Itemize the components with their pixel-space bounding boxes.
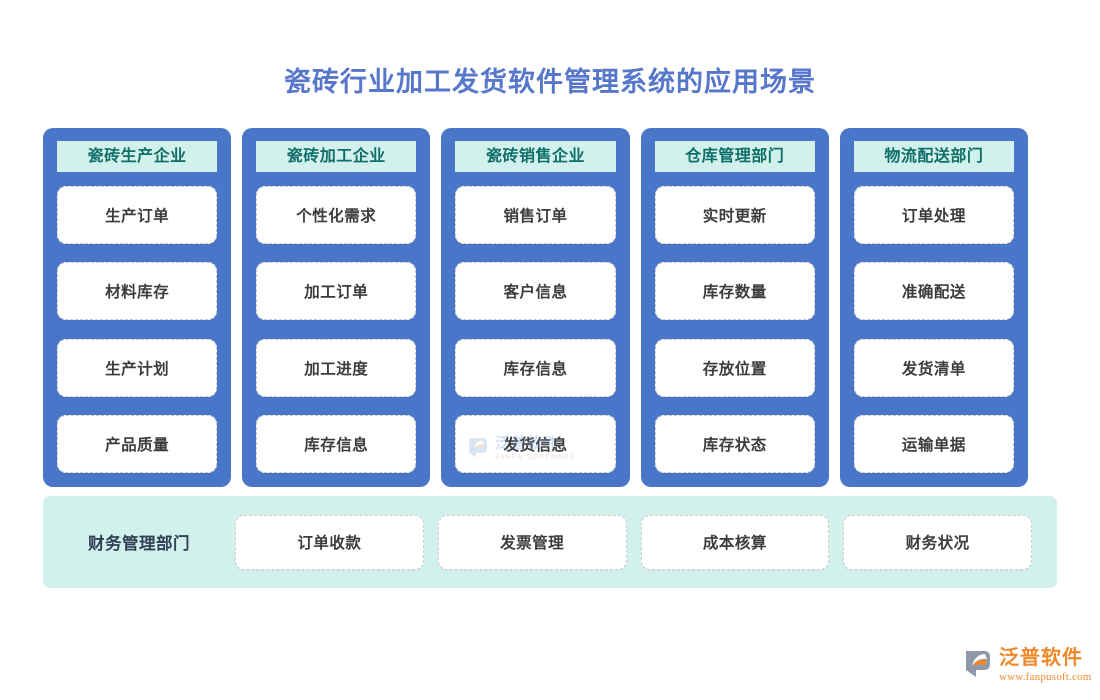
column-tile-logistics: 物流配送部门 订单处理 准确配送 发货清单 运输单据 (839, 128, 1029, 487)
brand-logo: 泛普软件 www.fanpusoft.com (963, 648, 1095, 692)
finance-card[interactable]: 财务状况 (843, 514, 1032, 570)
column-items: 实时更新 库存数量 存放位置 库存状态 (654, 186, 815, 473)
column-tile-processing: 瓷砖加工企业 个性化需求 加工订单 加工进度 库存信息 (242, 128, 431, 487)
item-card[interactable]: 库存数量 (654, 262, 815, 321)
fanpu-logo-icon (966, 651, 990, 677)
item-card[interactable]: 加工进度 (256, 338, 417, 397)
item-card[interactable]: 产品质量 (57, 414, 218, 473)
finance-card[interactable]: 发票管理 (437, 514, 627, 570)
item-card[interactable]: 发货信息 (455, 414, 616, 473)
finance-bar: 财务管理部门 订单收款 发票管理 成本核算 财务状况 (43, 496, 1057, 588)
column-tile-sales: 瓷砖销售企业 销售订单 客户信息 库存信息 发货信息 (441, 128, 630, 487)
item-card[interactable]: 库存状态 (654, 414, 815, 473)
item-card[interactable]: 客户信息 (455, 262, 616, 321)
brand-name: 泛普软件 (999, 647, 1083, 669)
item-card[interactable]: 加工订单 (256, 262, 417, 321)
finance-items: 订单收款 发票管理 成本核算 财务状况 (235, 514, 1041, 570)
finance-card[interactable]: 成本核算 (640, 514, 830, 570)
item-card[interactable]: 实时更新 (654, 186, 815, 244)
columns-container: 瓷砖生产企业 生产订单 材料库存 生产计划 产品质量 瓷砖加工企业 个性化需求 … (43, 128, 1029, 487)
item-card[interactable]: 发货清单 (853, 338, 1015, 397)
item-card[interactable]: 订单处理 (853, 186, 1015, 244)
finance-card[interactable]: 订单收款 (235, 514, 424, 570)
item-card[interactable]: 销售订单 (455, 186, 616, 244)
column-tile-production: 瓷砖生产企业 生产订单 材料库存 生产计划 产品质量 (43, 128, 232, 487)
column-tile-warehouse: 仓库管理部门 实时更新 库存数量 存放位置 库存状态 (640, 128, 829, 487)
item-card[interactable]: 材料库存 (57, 262, 218, 321)
brand-text: 泛普软件 www.fanpusoft.com (999, 648, 1092, 683)
column-header: 瓷砖生产企业 (57, 141, 218, 172)
item-card[interactable]: 库存信息 (256, 414, 417, 473)
column-header: 物流配送部门 (853, 141, 1015, 172)
column-header: 仓库管理部门 (654, 141, 815, 172)
finance-label: 财务管理部门 (88, 535, 190, 553)
brand-url: www.fanpusoft.com (999, 671, 1092, 683)
column-items: 订单处理 准确配送 发货清单 运输单据 (853, 186, 1015, 473)
column-header: 瓷砖销售企业 (455, 141, 616, 172)
item-card[interactable]: 生产计划 (57, 338, 218, 397)
column-items: 个性化需求 加工订单 加工进度 库存信息 (256, 186, 417, 473)
column-header: 瓷砖加工企业 (256, 141, 417, 172)
page-title: 瓷砖行业加工发货软件管理系统的应用场景 (284, 67, 816, 97)
item-card[interactable]: 生产订单 (57, 186, 218, 244)
item-card[interactable]: 库存信息 (455, 338, 616, 397)
column-items: 销售订单 客户信息 库存信息 发货信息 (455, 186, 616, 473)
item-card[interactable]: 存放位置 (654, 338, 815, 397)
item-card[interactable]: 准确配送 (853, 262, 1015, 321)
column-items: 生产订单 材料库存 生产计划 产品质量 (57, 186, 218, 473)
item-card[interactable]: 个性化需求 (256, 186, 417, 244)
item-card[interactable]: 运输单据 (853, 414, 1015, 473)
